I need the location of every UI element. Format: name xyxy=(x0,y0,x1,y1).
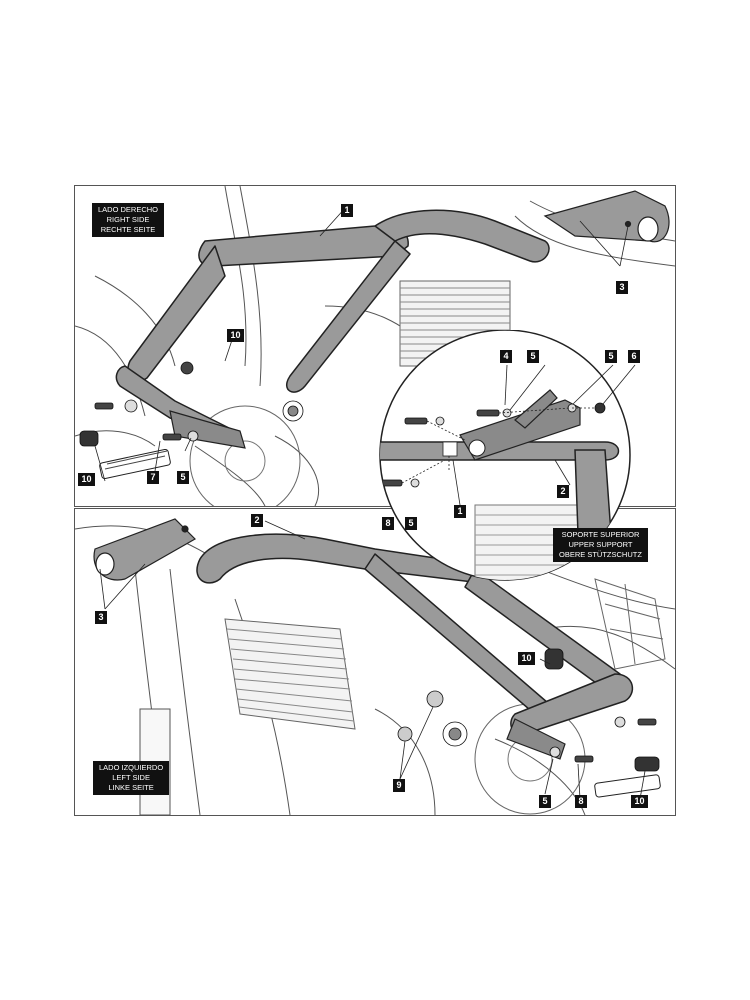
crash-bar-tube xyxy=(196,533,634,736)
mount-plate xyxy=(506,718,566,760)
detail-callout-5-c: 5 xyxy=(405,517,417,530)
left-side-label-en: LEFT SIDE xyxy=(112,773,150,782)
right-side-panel: LADO DERECHO RIGHT SIDE RECHTE SEITE 1 3… xyxy=(74,185,676,507)
upper-support-label-en: UPPER SUPPORT xyxy=(568,540,633,549)
right-side-label-de: RECHTE SEITE xyxy=(100,225,156,234)
bolt xyxy=(637,718,657,726)
bolt-4 xyxy=(404,417,428,425)
detail-callout-2: 2 xyxy=(557,485,569,498)
detail-bracket xyxy=(459,389,581,461)
callout-3: 3 xyxy=(95,611,107,624)
upper-support-label-es: SOPORTE SUPERIOR xyxy=(561,530,640,539)
callout-7: 7 xyxy=(147,471,159,484)
nut xyxy=(426,690,444,708)
washer xyxy=(124,399,138,413)
washer xyxy=(614,716,626,728)
right-side-label-en: RIGHT SIDE xyxy=(106,215,150,224)
detail-callout-4: 4 xyxy=(500,350,512,363)
upper-support-label: SOPORTE SUPERIOR UPPER SUPPORT OBERE STÜ… xyxy=(553,528,648,562)
bolt xyxy=(94,402,114,410)
right-side-label-es: LADO DERECHO xyxy=(98,205,159,214)
left-side-label: LADO IZQUIERDO LEFT SIDE LINKE SEITE xyxy=(93,761,170,795)
callout-10-upper: 10 xyxy=(227,329,244,342)
detail-callout-5-a: 5 xyxy=(527,350,539,363)
end-cap xyxy=(79,430,99,447)
detail-callout-8: 8 xyxy=(382,517,394,530)
callout-1: 1 xyxy=(341,204,353,217)
mount-plate xyxy=(169,410,246,449)
callout-5: 5 xyxy=(177,471,189,484)
callout-2: 2 xyxy=(251,514,263,527)
wheel-outline xyxy=(189,405,301,506)
detail-callout-5-b: 5 xyxy=(605,350,617,363)
frame-grid xyxy=(594,578,666,670)
detail-callout-1: 1 xyxy=(454,505,466,518)
callout-8: 8 xyxy=(575,795,587,808)
callout-10-upper: 10 xyxy=(518,652,535,665)
footpeg xyxy=(99,448,171,480)
callout-10-lower: 10 xyxy=(78,473,95,486)
left-side-label-es: LADO IZQUIERDO xyxy=(99,763,164,772)
nut-6 xyxy=(594,402,606,414)
left-side-illustration xyxy=(75,518,675,815)
callout-3: 3 xyxy=(616,281,628,294)
radiator xyxy=(224,618,356,730)
end-cap xyxy=(544,648,564,670)
upper-support-label-de: OBERE STÜTZSCHUTZ xyxy=(559,550,642,559)
right-side-label: LADO DERECHO RIGHT SIDE RECHTE SEITE xyxy=(92,203,165,237)
bracket-part-3 xyxy=(93,518,196,581)
callout-10-lower: 10 xyxy=(631,795,648,808)
washer-5 xyxy=(502,408,512,418)
upper-support-detail: 4 5 5 6 2 8 5 1 xyxy=(365,329,665,630)
footpeg xyxy=(594,774,661,798)
bracket-part-3 xyxy=(543,190,670,243)
left-side-label-de: LINKE SEITE xyxy=(108,783,154,792)
callout-9: 9 xyxy=(393,779,405,792)
callout-5: 5 xyxy=(539,795,551,808)
detail-callout-6: 6 xyxy=(628,350,640,363)
right-side-illustration xyxy=(75,186,675,506)
